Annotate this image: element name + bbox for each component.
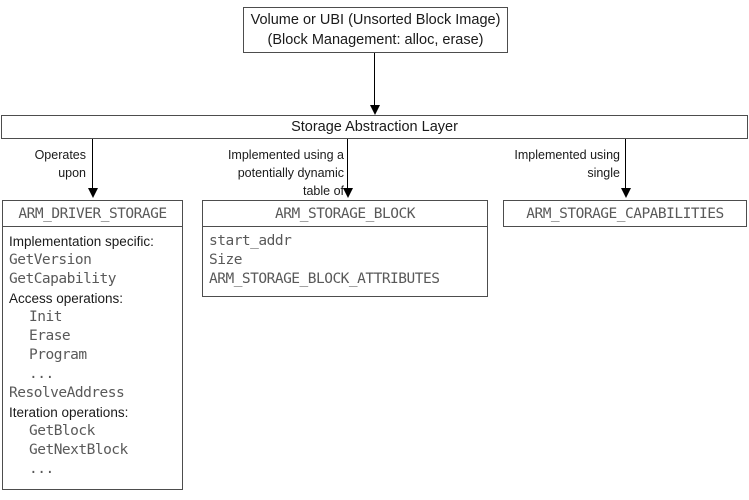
arm-driver-storage-title: ARM_DRIVER_STORAGE [3, 201, 182, 227]
erase-item: Erase [29, 328, 71, 344]
arm-storage-block-body: start_addr Size ARM_STORAGE_BLOCK_ATTRIB… [203, 227, 487, 289]
arm-storage-block-box: ARM_STORAGE_BLOCK start_addr Size ARM_ST… [202, 200, 488, 297]
arrow-line-volume-to-sal [374, 53, 375, 106]
using-single-label: Implemented using single [514, 148, 620, 180]
getversion-item: GetVersion [9, 252, 92, 268]
storage-abstraction-layer-label: Storage Abstraction Layer [291, 119, 458, 135]
arrow-line-using-single [625, 139, 626, 189]
arm-storage-capabilities-title: ARM_STORAGE_CAPABILITIES [526, 206, 724, 222]
storage-abstraction-layer-bar: Storage Abstraction Layer [1, 115, 748, 139]
program-item: Program [29, 347, 87, 363]
operates-upon-label: Operates upon [34, 148, 86, 180]
volume-ubi-line2: (Block Management: alloc, erase) [267, 32, 484, 48]
impl-specific-label: Implementation specific: [9, 234, 154, 249]
resolveaddress-item: ResolveAddress [9, 385, 125, 401]
getnextblock-item: GetNextBlock [29, 442, 128, 458]
volume-ubi-box: Volume or UBI (Unsorted Block Image) (Bl… [243, 7, 508, 53]
access-operations-label: Access operations: [9, 291, 124, 306]
size-item: Size [209, 252, 242, 268]
getblock-item: GetBlock [29, 423, 95, 439]
arrowhead-volume-to-sal [370, 105, 380, 115]
start-addr-item: start_addr [209, 233, 292, 249]
arrowhead-dynamic-table [343, 188, 353, 198]
block-attributes-item: ARM_STORAGE_BLOCK_ATTRIBUTES [209, 271, 440, 287]
getcapability-item: GetCapability [9, 271, 117, 287]
arrow-line-operates-upon [92, 139, 93, 189]
dynamic-table-label: Implemented using a potentially dynamic … [227, 148, 344, 198]
arrowhead-using-single [621, 188, 631, 198]
iteration-operations-label: Iteration operations: [9, 405, 129, 420]
arrow-line-dynamic-table [347, 139, 348, 189]
init-item: Init [29, 309, 62, 325]
arm-driver-storage-box: ARM_DRIVER_STORAGE Implementation specif… [2, 200, 183, 490]
arm-driver-storage-body: Implementation specific: GetVersion GetC… [3, 227, 182, 479]
arm-storage-capabilities-box: ARM_STORAGE_CAPABILITIES [503, 200, 747, 227]
arrowhead-operates-upon [88, 188, 98, 198]
arm-storage-block-title: ARM_STORAGE_BLOCK [203, 201, 487, 227]
ellipsis-access: ... [29, 366, 54, 382]
ellipsis-iteration: ... [29, 461, 54, 477]
volume-ubi-line1: Volume or UBI (Unsorted Block Image) [250, 12, 501, 28]
